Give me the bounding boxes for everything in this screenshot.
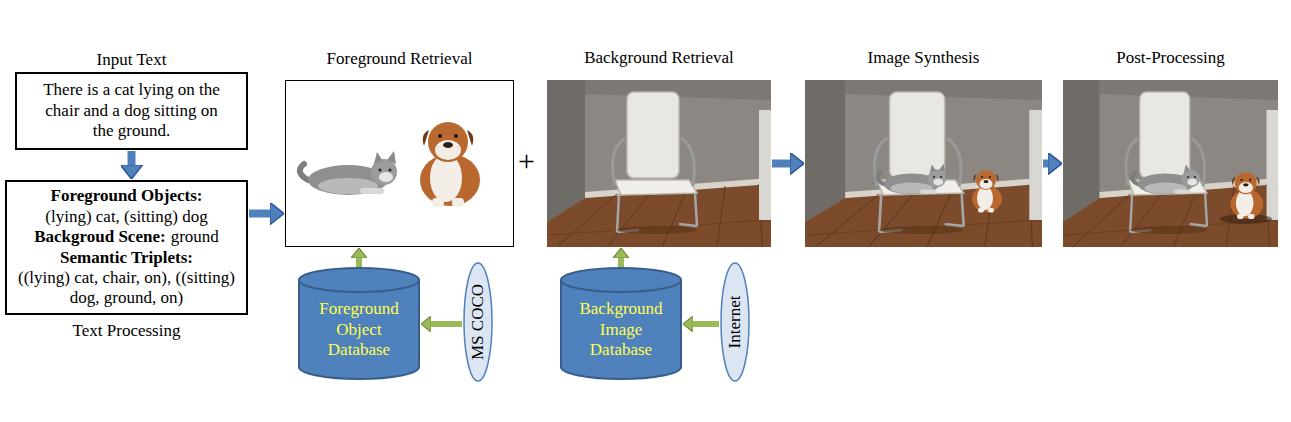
- database-cylinder: Foreground Object Database: [298, 268, 420, 380]
- room-photo: [547, 80, 771, 247]
- cylinder-body: [561, 268, 681, 379]
- text-wrap: Foreground Objects:(lying) cat, (sitting…: [14, 186, 239, 308]
- foreground-retrieval-panel: Foreground Retrieval: [285, 80, 514, 247]
- source-ellipse: MS COCO: [463, 262, 493, 382]
- ellipse-shape: [464, 263, 492, 381]
- cylinder-rim: [299, 280, 419, 292]
- database-cylinder: Background Image Database: [560, 268, 682, 380]
- flow-arrow: [431, 321, 462, 327]
- dog-blended: [1230, 172, 1263, 219]
- flow-arrow: [249, 210, 270, 218]
- stage-heading: Background Retrieval: [487, 48, 831, 68]
- field-name: Backgroud Scene:: [34, 227, 165, 246]
- body-text: There is a cat lying on the chair and a …: [39, 80, 224, 141]
- flow-arrow: [618, 258, 624, 267]
- input-text-box: There is a cat lying on the chair and a …: [15, 72, 248, 150]
- ellipse-shape: [721, 263, 749, 381]
- field-name: Semantic Triplets:: [14, 248, 239, 268]
- stage-heading: Post-Processing: [1003, 48, 1291, 68]
- stage-heading: Image Synthesis: [745, 48, 1102, 68]
- cat-cutout: [300, 151, 397, 195]
- cylinder-body: [299, 268, 419, 379]
- stage-heading: Foreground Retrieval: [226, 49, 573, 69]
- dog-cutout: [420, 122, 480, 207]
- text-wrap: Background Image Database: [571, 287, 671, 360]
- flow-arrow: [772, 160, 790, 168]
- body-text: ((lying) cat, chair, on), ((sitting) dog…: [14, 268, 239, 309]
- post-processing-image: Post-Processing: [1063, 80, 1278, 247]
- body-text: ground: [171, 227, 219, 246]
- source-label: Internet: [725, 296, 745, 349]
- text-wrap: There is a cat lying on the chair and a …: [39, 80, 224, 141]
- cat-composited: [878, 164, 946, 195]
- room-photo: [1063, 80, 1278, 247]
- flow-arrow: [693, 321, 719, 327]
- background-retrieval-image: Background Retrieval: [547, 80, 771, 247]
- body-text: Foreground Object Database: [309, 299, 409, 360]
- frame-ground: [285, 80, 514, 247]
- stage-heading: Text Processing: [0, 321, 306, 341]
- image-synthesis-image: Image Synthesis: [805, 80, 1042, 247]
- source-label: MS COCO: [468, 284, 488, 360]
- cat-blended: [1132, 164, 1200, 195]
- text-processing-box: Foreground Objects:(lying) cat, (sitting…: [5, 180, 248, 315]
- body-text: Background Image Database: [571, 299, 671, 360]
- field-name: Foreground Objects:: [14, 186, 239, 206]
- room-photo: [805, 80, 1042, 247]
- flow-arrow: [356, 258, 362, 267]
- source-ellipse: Internet: [720, 262, 750, 382]
- dog-composited: [972, 170, 1002, 213]
- body-text: (lying) cat, (sitting) dog: [14, 207, 239, 227]
- flow-arrow: [128, 151, 136, 165]
- flow-arrow: [1043, 160, 1048, 168]
- stage-heading: Input Text: [0, 50, 306, 70]
- cylinder-rim: [561, 280, 681, 292]
- text-wrap: Foreground Object Database: [309, 287, 409, 360]
- plus-sign: +: [518, 146, 535, 176]
